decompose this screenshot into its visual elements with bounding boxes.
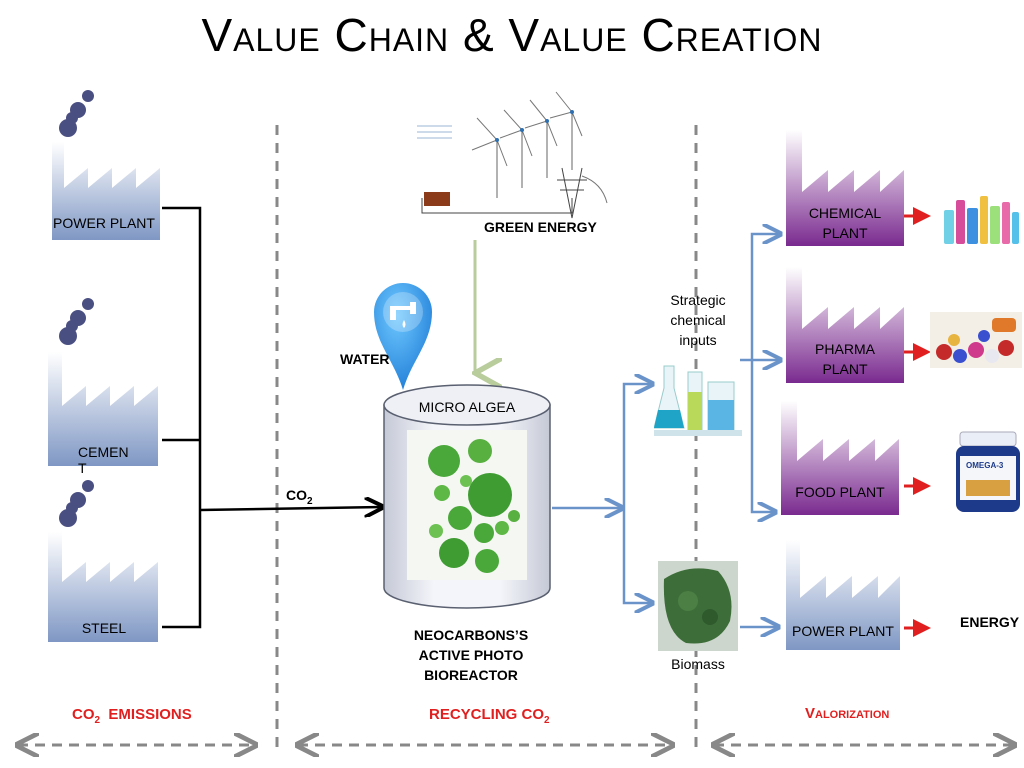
cosmetics-bottles-image	[944, 196, 1019, 244]
food-plant-factory: FOOD PLANT	[781, 401, 899, 515]
emissions-rest: EMISSIONS	[100, 706, 192, 723]
micro-algea-label: MICRO ALGEA	[418, 399, 516, 415]
emissions-subscript: 2	[94, 715, 101, 726]
recycling-subscript: 2	[544, 715, 550, 726]
wind-turbines-illustration	[417, 91, 608, 219]
cement-factory: CEMEN T	[48, 296, 160, 476]
page-title: Value Chain & Value Creation	[201, 9, 823, 61]
chemical-plant-label: CHEMICAL PLANT	[808, 205, 882, 241]
co2-arrow	[199, 507, 382, 510]
bioreactor-label: NEOCARBONS’S ACTIVE PHOTO BIOREACTOR	[413, 627, 529, 683]
water-pin-icon	[374, 282, 432, 390]
power-plant-valorization-label: POWER PLANT	[792, 623, 894, 639]
co2-subscript: 2	[307, 495, 313, 507]
section-co2-emissions: CO2 EMISSIONS	[72, 706, 192, 726]
co2-text: CO	[286, 487, 307, 503]
pharma-plant-factory: PHARMA PLANT	[786, 267, 904, 383]
split-to-chemicals	[622, 384, 652, 508]
split-to-biomass	[622, 508, 652, 603]
emission-collector	[162, 206, 202, 629]
omega3-jar-image	[956, 431, 1020, 512]
bioreactor-cylinder	[383, 384, 551, 609]
energy-label: ENERGY	[960, 614, 1020, 630]
chemical-plant-factory: CHEMICAL PLANT	[786, 130, 904, 246]
co2-flow-label: CO2	[286, 487, 313, 507]
chem-to-food	[750, 360, 775, 512]
power-plant-valorization-factory: POWER PLANT	[786, 540, 900, 650]
cement-label: CEMEN T	[78, 444, 129, 476]
steel-label: STEEL	[81, 620, 127, 636]
emissions-co: CO	[72, 706, 95, 723]
recycling-text: RECYCLING CO	[429, 706, 545, 723]
omega3-text: OMEGA-3	[966, 461, 1004, 470]
water-label: WATER	[340, 351, 390, 367]
chem-to-chemical-plant	[740, 234, 780, 362]
section-valorization: Valorization	[805, 705, 890, 722]
pharma-plant-label: PHARMA PLANT	[815, 341, 875, 377]
strategic-inputs-label: Strategic chemical inputs	[670, 292, 726, 348]
power-plant-source-label: POWER PLANT	[53, 215, 155, 231]
biomass-image	[658, 561, 738, 651]
algae-cells	[428, 439, 520, 573]
steel-factory: STEEL	[48, 480, 160, 642]
pills-image	[930, 312, 1022, 368]
biomass-label: Biomass	[671, 656, 725, 672]
section-recycling-co2: RECYCLING CO2	[429, 706, 550, 726]
food-plant-label: FOOD PLANT	[795, 484, 885, 500]
power-plant-source-factory: POWER PLANT	[48, 88, 160, 240]
green-energy-label: GREEN ENERGY	[484, 219, 597, 235]
lab-flasks-image	[654, 365, 742, 436]
